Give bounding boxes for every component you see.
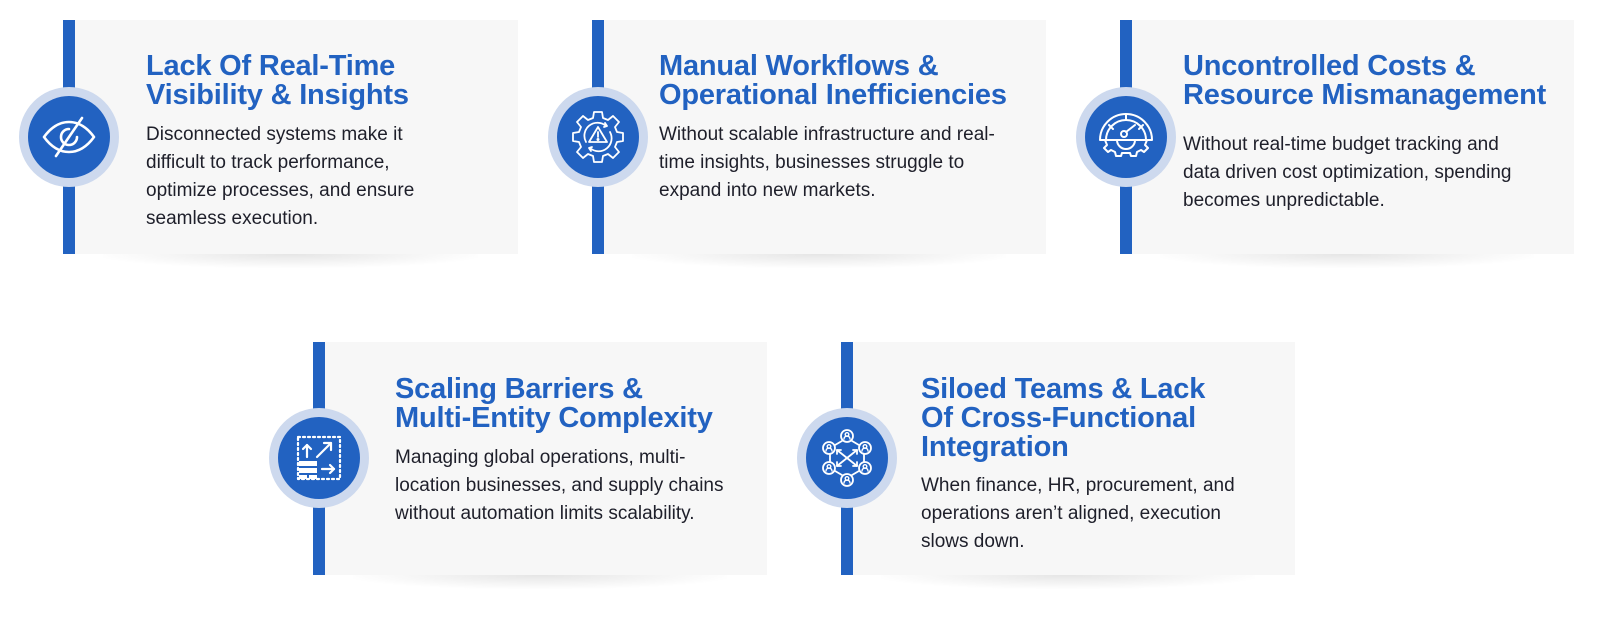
scale-expand-icon: [296, 435, 342, 481]
card-title: Lack Of Real-Time Visibility & Insights: [146, 50, 409, 111]
card-description: Managing global operations, multi-locati…: [395, 447, 724, 524]
card-description: Disconnected systems make it difficult t…: [146, 124, 415, 229]
card-title: Manual Workflows & Operational Inefficie…: [659, 50, 1007, 111]
icon-halo: [269, 408, 369, 508]
icon-halo: [797, 408, 897, 508]
icon-disc: [28, 96, 110, 178]
card-description: Without real-time budget tracking and da…: [1183, 134, 1512, 211]
icon-disc: [557, 96, 639, 178]
gear-warning-icon: [572, 111, 624, 163]
icon-halo: [1076, 87, 1176, 187]
icon-halo: [548, 87, 648, 187]
icon-disc: [806, 417, 888, 499]
team-network-icon: [822, 429, 872, 487]
icon-disc: [278, 417, 360, 499]
card-description: Without scalable infrastructure and real…: [659, 124, 995, 201]
eye-slash-icon: [42, 116, 96, 158]
card-title: Uncontrolled Costs & Resource Mismanagem…: [1183, 50, 1547, 111]
card-title: Scaling Barriers & Multi-Entity Complexi…: [395, 373, 713, 434]
icon-halo: [19, 87, 119, 187]
icon-disc: [1085, 96, 1167, 178]
card-title: Siloed Teams & Lack Of Cross-Functional …: [921, 373, 1206, 463]
gauge-gear-icon: [1099, 113, 1153, 157]
card-description: When finance, HR, procurement, and opera…: [921, 475, 1235, 552]
